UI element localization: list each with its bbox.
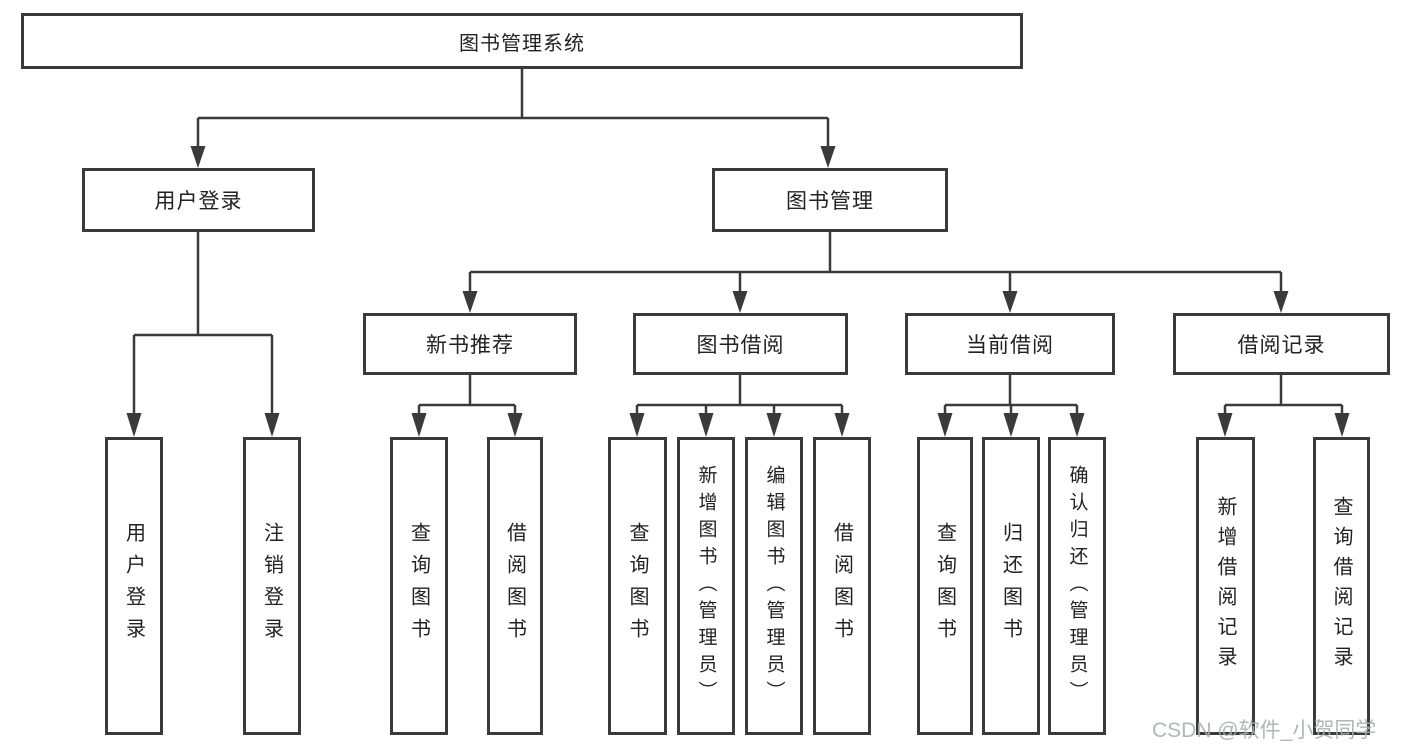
node-borrow-books-recommend: 借阅图书 xyxy=(487,437,543,735)
node-book-borrowing: 图书借阅 xyxy=(633,313,848,375)
node-add-books-admin: 新增图书（管理员） xyxy=(677,437,735,735)
node-query-books-current: 查询图书 xyxy=(917,437,973,735)
node-confirm-return-admin: 确认归还（管理员） xyxy=(1048,437,1106,735)
node-book-management: 图书管理 xyxy=(712,168,948,232)
node-new-book-recommend: 新书推荐 xyxy=(363,313,577,375)
node-user-login: 用户登录 xyxy=(82,168,315,232)
node-return-books: 归还图书 xyxy=(982,437,1040,735)
node-borrowing-records: 借阅记录 xyxy=(1173,313,1390,375)
node-logout-action: 注销登录 xyxy=(243,437,301,735)
node-borrow-books-action: 借阅图书 xyxy=(813,437,871,735)
csdn-watermark: CSDN @软件_小贺同学 xyxy=(1152,719,1377,742)
node-library-management-system: 图书管理系统 xyxy=(21,13,1023,69)
node-current-borrowing: 当前借阅 xyxy=(905,313,1115,375)
node-add-borrow-record: 新增借阅记录 xyxy=(1196,437,1255,735)
node-edit-books-admin: 编辑图书（管理员） xyxy=(745,437,803,735)
node-query-books-recommend: 查询图书 xyxy=(390,437,448,735)
node-user-login-action: 用户登录 xyxy=(105,437,163,735)
node-query-books-borrow: 查询图书 xyxy=(608,437,667,735)
node-query-borrow-record: 查询借阅记录 xyxy=(1313,437,1370,735)
